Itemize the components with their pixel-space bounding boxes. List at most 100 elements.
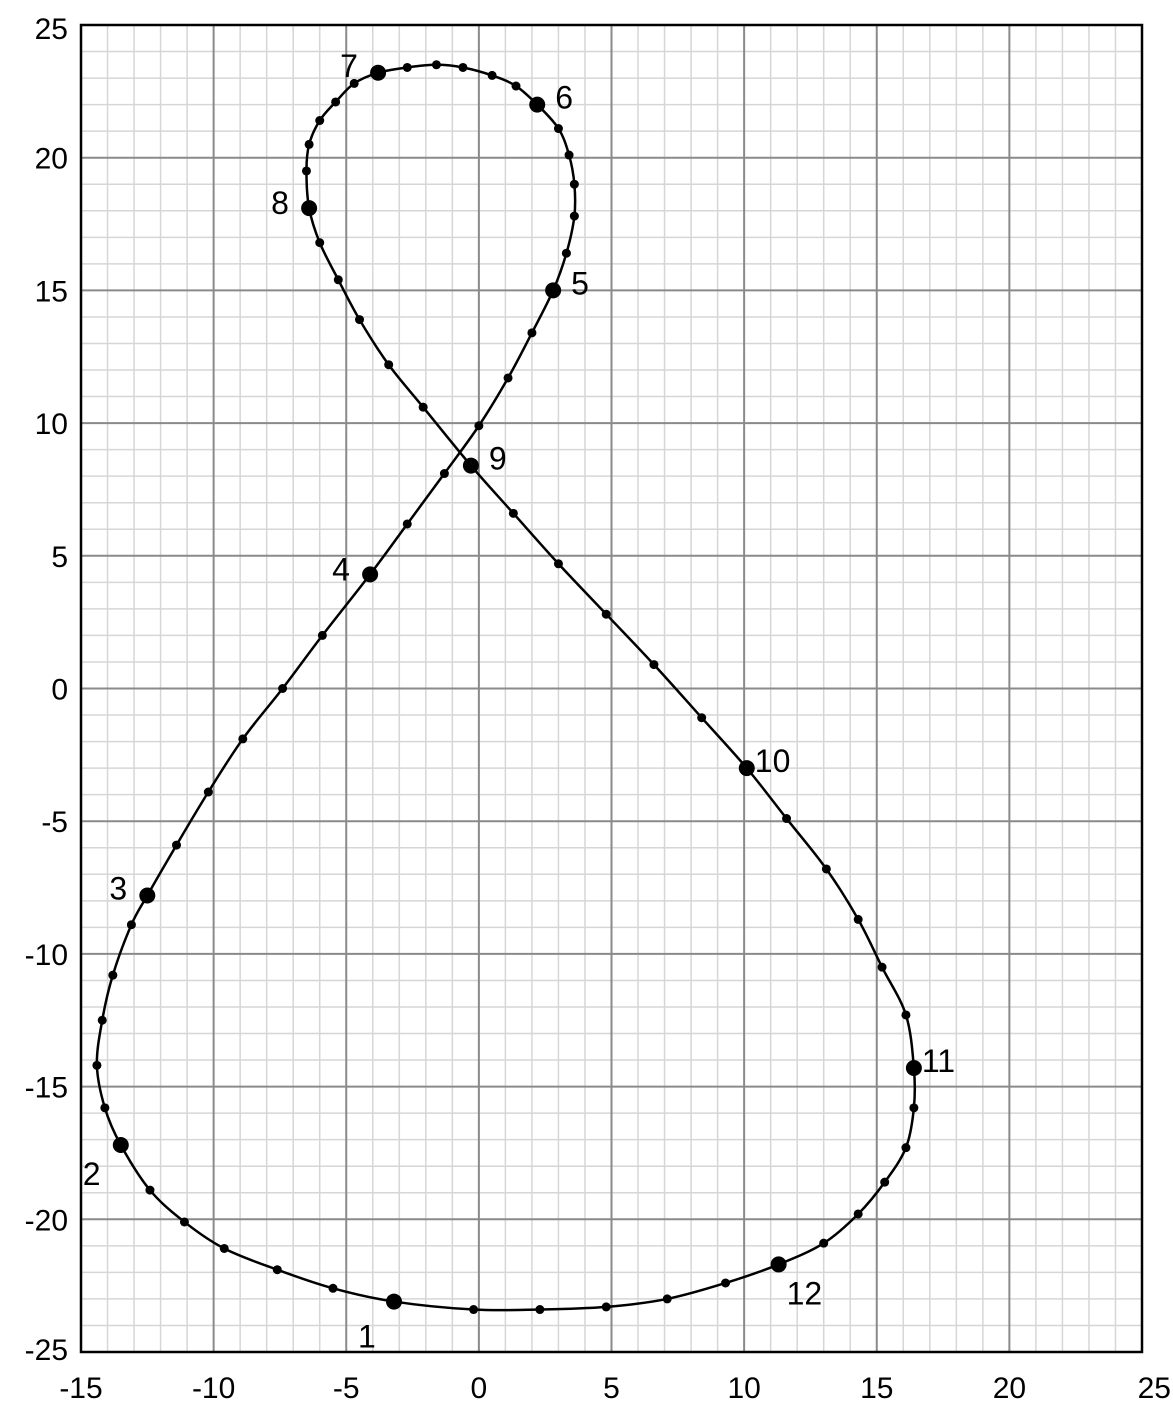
y-tick-label: 25 [35,13,68,46]
y-tick-label: 20 [35,143,68,176]
minor-point [853,914,863,924]
x-tick-label: 0 [471,1372,488,1405]
point-label-12: 12 [787,1275,823,1311]
point-label-6: 6 [555,80,573,116]
point-label-3: 3 [109,871,127,907]
minor-point [649,660,659,670]
point-label-4: 4 [332,551,350,587]
minor-point [474,421,484,431]
labeled-point-9 [462,457,479,474]
plot-frame-layer [79,23,1144,1354]
labeled-point-12 [770,1256,787,1273]
point-label-1: 1 [358,1319,376,1355]
labeled-point-4 [362,566,379,583]
x-tick-label: 20 [993,1372,1026,1405]
minor-point [402,62,412,72]
point-label-9: 9 [489,441,507,477]
labeled-point-7 [370,64,387,81]
minor-point [171,840,181,850]
minor-point [469,1305,479,1315]
point-label-11: 11 [922,1043,955,1079]
minor-point [458,62,468,72]
minor-point [126,920,136,930]
y-tick-label: -15 [25,1072,68,1105]
y-tick-label: 5 [51,541,68,574]
labeled-point-10 [738,760,755,777]
minor-point [564,150,574,160]
minor-point [238,734,248,744]
minor-point [179,1217,189,1227]
minor-point [821,864,831,874]
x-tick-label: 25 [1138,1372,1171,1405]
y-tick-label: -10 [25,939,68,972]
minor-point [487,70,497,80]
minor-point [853,1209,863,1219]
minor-point [418,402,428,412]
minor-point [553,559,563,569]
minor-point [511,81,521,91]
point-label-8: 8 [271,185,289,221]
minor-point [108,970,118,980]
minor-point [97,1015,107,1025]
minor-point [431,60,441,70]
y-tick-label: 10 [35,408,68,441]
y-tick-label: -20 [25,1204,68,1237]
minor-point [315,238,325,248]
labeled-point-11 [905,1060,922,1077]
minor-point [721,1278,731,1288]
minor-point [569,211,579,221]
minor-point [219,1243,229,1253]
points-layer [92,60,922,1315]
minor-point [527,328,537,338]
minor-point [402,519,412,529]
y-tick-label: 0 [51,674,68,707]
labeled-point-8 [301,200,318,217]
minor-point [877,962,887,972]
point-label-2: 2 [83,1156,101,1192]
minor-point [349,78,359,88]
minor-point [697,713,707,723]
minor-point [503,373,513,383]
x-tick-label: 10 [727,1372,760,1405]
minor-point [880,1177,890,1187]
minor-point [315,116,325,126]
minor-point [535,1305,545,1315]
x-tick-label: -10 [192,1372,235,1405]
labeled-point-2 [112,1136,129,1153]
minor-point [508,508,518,518]
x-tick-label: -5 [333,1372,360,1405]
minor-point [909,1103,919,1113]
grid [80,24,1143,1353]
minor-point [439,469,449,479]
minor-point [100,1103,110,1113]
point-label-7: 7 [340,48,358,84]
minor-point [317,630,327,640]
minor-point [301,166,311,176]
minor-point [92,1060,102,1070]
x-tick-label: 15 [860,1372,893,1405]
minor-point [304,139,314,149]
minor-point [561,248,571,258]
point-label-5: 5 [571,265,589,301]
minor-point [333,275,343,285]
labeled-point-5 [545,282,562,299]
minor-point [601,609,611,619]
minor-point [331,97,341,107]
minor-point [278,684,288,693]
x-tick-label: -15 [59,1372,102,1405]
labeled-point-3 [139,887,156,904]
labeled-point-6 [529,96,546,113]
minor-point [662,1294,672,1304]
minor-point [901,1143,911,1153]
minor-point [569,179,579,189]
labeled-point-1 [385,1293,402,1310]
y-tick-label: 15 [35,275,68,308]
minor-point [272,1265,282,1275]
minor-point [819,1238,829,1248]
minor-point [355,315,365,325]
y-tick-label: -5 [41,806,68,839]
plot-frame [79,23,1144,1354]
